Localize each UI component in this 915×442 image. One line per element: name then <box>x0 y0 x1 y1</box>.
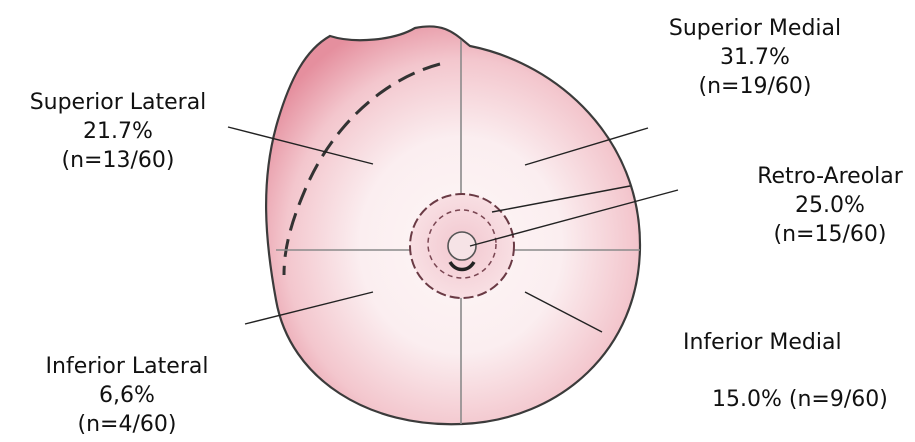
label-inferior-medial: Inferior Medial <box>683 328 863 357</box>
region-percent: 25.0% <box>755 191 905 220</box>
region-name: Retro-Areolar <box>755 162 905 191</box>
label-superior-lateral: Superior Lateral 21.7% (n=13/60) <box>8 88 228 175</box>
label-retro-areolar: Retro-Areolar 25.0% (n=15/60) <box>755 162 905 249</box>
region-count: (n=4/60) <box>22 410 232 439</box>
region-stat: 15.0% (n=9/60) <box>712 385 902 414</box>
region-name: Superior Medial <box>650 14 860 43</box>
region-percent: 21.7% <box>8 117 228 146</box>
label-inferior-medial-stat: 15.0% (n=9/60) <box>712 385 902 414</box>
region-count: (n=15/60) <box>755 220 905 249</box>
region-count: (n=13/60) <box>8 146 228 175</box>
region-name: Superior Lateral <box>8 88 228 117</box>
region-count: (n=19/60) <box>650 72 860 101</box>
label-inferior-lateral: Inferior Lateral 6,6% (n=4/60) <box>22 352 232 439</box>
label-superior-medial: Superior Medial 31.7% (n=19/60) <box>650 14 860 101</box>
region-name: Inferior Medial <box>683 328 863 357</box>
region-name: Inferior Lateral <box>22 352 232 381</box>
region-percent: 6,6% <box>22 381 232 410</box>
region-percent: 31.7% <box>650 43 860 72</box>
